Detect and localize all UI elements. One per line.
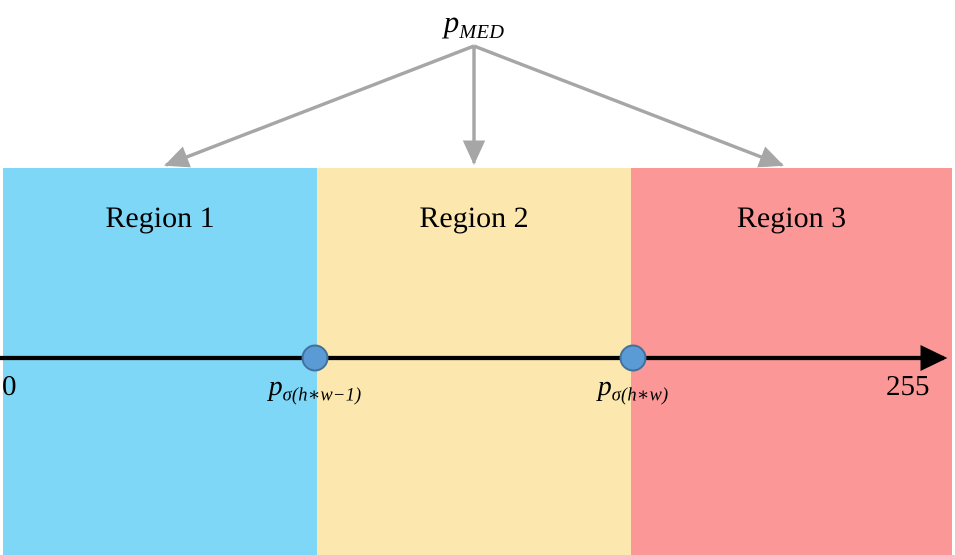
- threshold-label-1-base: p: [268, 371, 283, 402]
- threshold-label-2-base: p: [597, 371, 612, 402]
- axis-max-label: 255: [886, 370, 930, 402]
- pointer-arrow-left: [164, 44, 475, 168]
- p-med-base: p: [443, 4, 460, 39]
- p-med-label: pMED: [414, 2, 534, 52]
- pointer-arrow-right: [473, 44, 784, 168]
- threshold-label-1-subscript: σ(h∗w−1): [282, 384, 362, 405]
- region-band-3: [631, 168, 952, 555]
- threshold-label-1: pσ(h∗w−1): [215, 368, 415, 414]
- region-label-2: Region 2: [419, 201, 529, 234]
- region-label-1: Region 1: [105, 201, 215, 234]
- axis-min-label: 0: [2, 370, 17, 402]
- region-label-3: Region 3: [736, 201, 847, 234]
- threshold-label-2: pσ(h∗w): [543, 368, 723, 414]
- region-band-2: [317, 168, 631, 555]
- threshold-label-2-subscript: σ(h∗w): [611, 384, 669, 405]
- region-band-1: [3, 168, 317, 555]
- p-med-subscript: MED: [459, 21, 505, 44]
